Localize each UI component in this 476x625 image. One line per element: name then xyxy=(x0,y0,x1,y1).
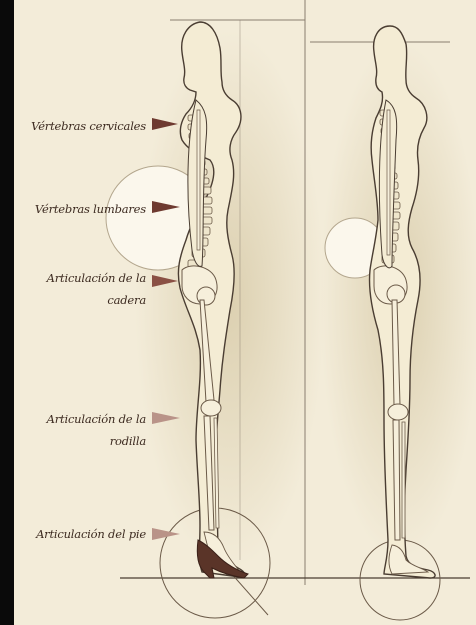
label-articulacion-pie: Articulación del pie xyxy=(18,527,146,543)
right-knee-joint xyxy=(388,404,408,420)
right-arm-bone xyxy=(387,110,390,255)
label-cadera-line2: cadera xyxy=(18,293,146,309)
label-articulacion-cadera: Articulación de la cadera xyxy=(18,271,146,308)
label-rodilla-line2: rodilla xyxy=(18,434,146,450)
label-articulacion-pie-text: Articulación del pie xyxy=(36,527,146,541)
label-vertebras-cervicales-text: Vértebras cervicales xyxy=(31,119,146,133)
label-vertebras-cervicales: Vértebras cervicales xyxy=(18,119,146,135)
label-vertebras-lumbares-text: Vértebras lumbares xyxy=(35,202,146,216)
label-rodilla-line1: Articulación de la xyxy=(18,412,146,428)
label-articulacion-rodilla: Articulación de la rodilla xyxy=(18,412,146,449)
left-knee-joint xyxy=(201,400,221,416)
label-cadera-line1: Articulación de la xyxy=(18,271,146,287)
right-fibula xyxy=(402,422,405,538)
left-arm-bone xyxy=(197,110,200,250)
label-vertebras-lumbares: Vértebras lumbares xyxy=(18,202,146,218)
left-dark-border xyxy=(0,0,14,625)
